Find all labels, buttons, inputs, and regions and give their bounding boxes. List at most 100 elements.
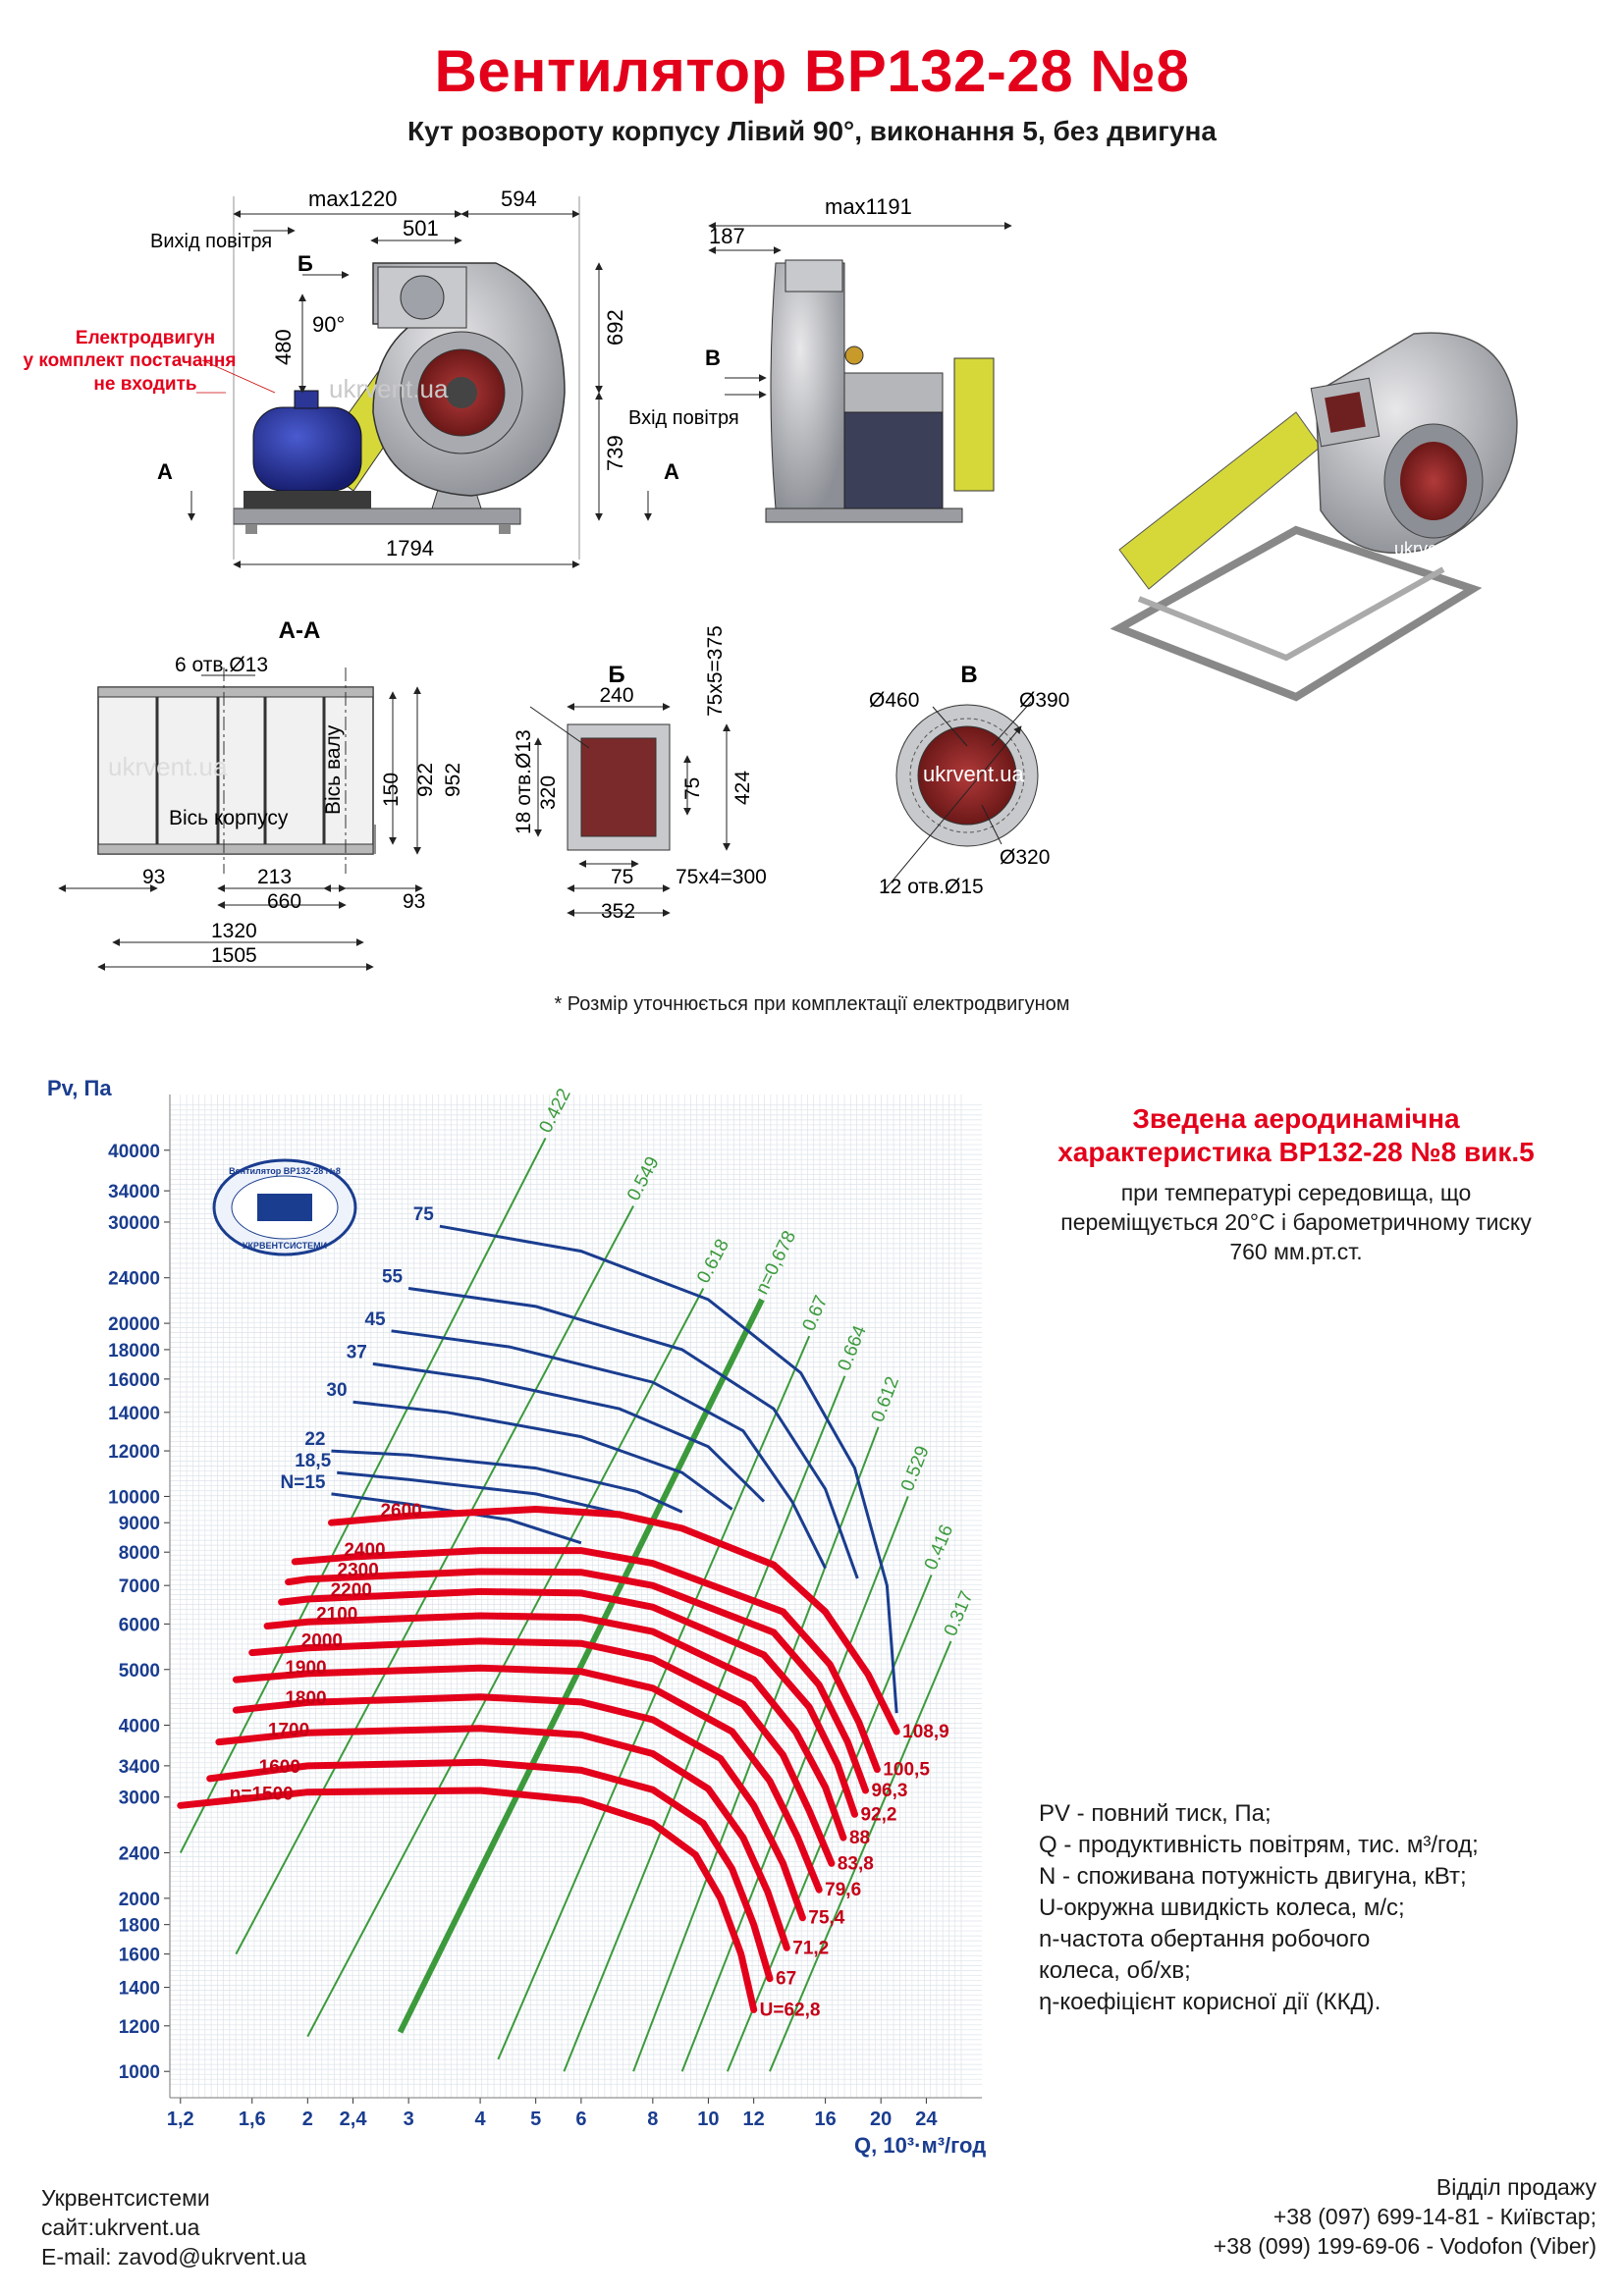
dim-90deg: 90°	[312, 312, 345, 337]
power-label: N=15	[281, 1472, 326, 1493]
svg-text:Вісь валу: Вісь валу	[322, 724, 345, 815]
phone-1[interactable]: +38 (097) 699-14-81 - Київстар;	[1272, 2204, 1597, 2229]
dim-692: 692	[603, 309, 627, 346]
svg-text:Ø460: Ø460	[869, 689, 919, 712]
peripheral-speed-label: 67	[776, 1969, 796, 1990]
peripheral-speed-label: 96,3	[871, 1781, 907, 1801]
y-tick-label: 2400	[119, 1843, 160, 1864]
peripheral-speed-label: 100,5	[883, 1760, 930, 1781]
power-label: 75	[413, 1204, 435, 1225]
speed-label: 2300	[338, 1561, 379, 1581]
motor-footnote: * Розмір уточнюється при комплектації ел…	[554, 993, 1070, 1015]
dim-739: 739	[603, 435, 627, 471]
site-link[interactable]: сайт:ukrvent.ua	[41, 2215, 200, 2240]
svg-text:424: 424	[731, 771, 754, 805]
x-tick-label: 12	[743, 2109, 765, 2130]
efficiency-line	[632, 1426, 880, 2072]
email-link[interactable]: E-mail: zavod@ukrvent.ua	[41, 2244, 307, 2269]
efficiency-line	[306, 1288, 705, 2038]
speed-label: 2400	[344, 1540, 385, 1561]
efficiency-line	[235, 1205, 634, 1955]
speed-curve	[278, 1587, 858, 1818]
efficiency-label: 0.664	[835, 1322, 871, 1373]
speed-curve	[248, 1637, 836, 1867]
svg-text:А-А: А-А	[279, 617, 321, 644]
section-aa: А-А 6 отв.Ø13 Вісь корпусу Вісь валу 150…	[58, 617, 464, 971]
motor-note: Електродвигун у комплект постачання не в…	[24, 328, 237, 395]
svg-text:18 отв.Ø13: 18 отв.Ø13	[513, 729, 535, 834]
svg-text:12 отв.Ø15: 12 отв.Ø15	[879, 876, 984, 898]
power-label: 45	[364, 1309, 386, 1330]
power-curve	[407, 1287, 859, 1579]
y-tick-label: 5000	[119, 1661, 160, 1682]
power-label: 18,5	[295, 1451, 331, 1471]
y-tick-label: 7000	[119, 1576, 160, 1597]
svg-text:Вісь корпусу: Вісь корпусу	[169, 807, 289, 829]
y-tick-label: 18000	[108, 1341, 160, 1362]
svg-text:В: В	[960, 662, 977, 688]
watermark-v: ukrvent.ua	[923, 762, 1024, 786]
y-tick-label: 1800	[119, 1916, 160, 1937]
speed-curve	[291, 1547, 881, 1774]
peripheral-speed-label: 79,6	[825, 1880, 861, 1900]
peripheral-speed-label: 83,8	[838, 1853, 874, 1874]
x-tick-label: 16	[814, 2109, 836, 2130]
speed-curve	[232, 1693, 806, 1922]
x-tick-label: 6	[575, 2109, 586, 2130]
x-tick-label: 10	[697, 2109, 719, 2130]
y-axis-label: Pv, Па	[47, 1076, 112, 1100]
section-a-right: А	[664, 459, 679, 484]
y-tick-label: 8000	[119, 1543, 160, 1564]
section-a-left: А	[157, 459, 173, 484]
speed-label: 2000	[301, 1631, 343, 1652]
dim-480: 480	[271, 329, 296, 365]
speed-curve	[328, 1505, 900, 1735]
svg-text:6 отв.Ø13: 6 отв.Ø13	[175, 654, 268, 676]
dim-max1220: max1220	[308, 187, 398, 211]
phone-2[interactable]: +38 (099) 199-69-06 - Vodofon (Viber)	[1213, 2233, 1597, 2259]
y-tick-label: 40000	[108, 1142, 160, 1162]
x-tick-label: 24	[915, 2109, 938, 2130]
svg-text:93: 93	[142, 866, 165, 888]
peripheral-speed-label: 92,2	[860, 1804, 896, 1825]
x-tick-label: 1,2	[167, 2109, 194, 2130]
peripheral-speed-label: 88	[849, 1828, 870, 1848]
sales-dept: Відділ продажу	[1435, 2174, 1597, 2200]
y-tick-label: 20000	[108, 1314, 160, 1335]
efficiency-label: 0.317	[941, 1588, 978, 1639]
y-tick-label: 9000	[119, 1514, 160, 1534]
footer-contacts: Укрвентсистеми сайт:ukrvent.ua E-mail: z…	[41, 2183, 306, 2271]
svg-text:Ø320: Ø320	[1000, 846, 1050, 869]
x-tick-label: 3	[404, 2109, 414, 2130]
power-label: 30	[326, 1380, 347, 1401]
y-tick-label: 1000	[119, 2062, 160, 2083]
efficiency-line	[769, 1640, 952, 2072]
view-b: Б 240 75x5=375 18 отв.Ø13 320 75 424 75 …	[513, 625, 767, 923]
power-label: 37	[347, 1342, 367, 1362]
x-tick-label: 2	[302, 2109, 313, 2130]
technical-drawing: max1220 594 501 Вихід повітря Б 90° 480 …	[24, 187, 1518, 971]
label-outlet: Вихід повітря	[150, 231, 272, 252]
x-tick-label: 2,4	[340, 2109, 368, 2130]
power-label: 55	[382, 1267, 404, 1288]
svg-text:93: 93	[403, 890, 425, 913]
x-tick-label: 4	[475, 2109, 487, 2130]
svg-text:Вентилятор ВР132-28 №8: Вентилятор ВР132-28 №8	[229, 1166, 341, 1176]
power-curve	[337, 1470, 621, 1515]
y-tick-label: 1200	[119, 2017, 160, 2038]
peripheral-speed-label: 75,4	[808, 1908, 844, 1929]
x-axis-label: Q, 10³·м³/год	[854, 2133, 986, 2158]
y-tick-label: 1600	[119, 1946, 160, 1966]
dim-501: 501	[403, 216, 439, 240]
speed-label: 2200	[331, 1580, 372, 1601]
y-tick-label: 2000	[119, 1890, 160, 1910]
svg-text:240: 240	[599, 684, 633, 707]
peripheral-speed-label: 108,9	[902, 1722, 949, 1742]
svg-text:150: 150	[380, 773, 403, 807]
efficiency-label: n=0,678	[752, 1228, 800, 1298]
svg-text:УКРВЕНТСИСТЕМИ: УКРВЕНТСИСТЕМИ	[243, 1241, 327, 1251]
power-label: 22	[304, 1429, 325, 1450]
power-curve	[391, 1329, 827, 1570]
